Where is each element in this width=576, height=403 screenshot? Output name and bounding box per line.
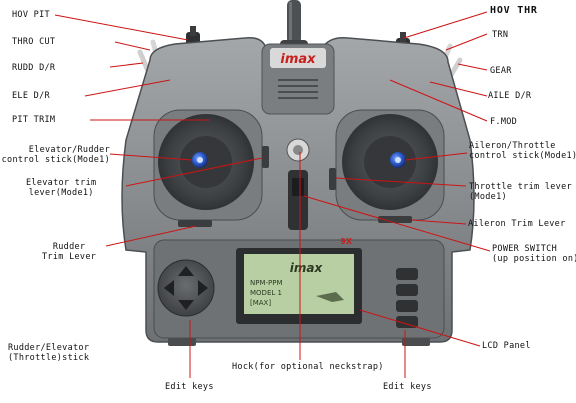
label-aileron-trim-lever: Aileron Trim Lever	[468, 219, 566, 229]
speaker-grille	[278, 79, 318, 99]
label-aile-dr: AILE D/R	[488, 91, 532, 101]
brand-logo: imax	[280, 52, 316, 67]
label-hov-pit: HOV PIT	[12, 10, 50, 20]
label-hov-thr: HOV THR	[490, 5, 538, 16]
lcd-line-3: [MAX]	[250, 299, 271, 307]
label-ele-dr: ELE D/R	[12, 91, 50, 101]
label-trn: TRN	[492, 30, 509, 40]
label-throttle-trim-lever: Throttle trim lever (Mode1)	[469, 182, 572, 202]
label-lcd-panel: LCD Panel	[482, 341, 531, 351]
label-hock: Hock(for optional neckstrap)	[232, 362, 384, 372]
elevator-trim-lever	[262, 146, 269, 168]
leader-lines	[54, 11, 491, 378]
lcd-panel: imax NPM-PPM MODEL 1 [MAX] 9X	[236, 237, 362, 324]
neckstrap-hook	[286, 138, 310, 162]
label-elevator-rudder-stick-line1: Elevator/Rudder	[28, 145, 110, 155]
label-edit-keys-left: Edit keys	[165, 382, 214, 392]
label-rudder-elevator-throttle-stick: Rudder/Elevator (Throttle)stick	[8, 343, 89, 363]
label-power-switch-line1: POWER SWITCH	[492, 244, 558, 254]
label-gear: GEAR	[490, 66, 512, 76]
right-edit-keys	[396, 268, 418, 328]
lcd-logo: imax	[290, 261, 324, 275]
label-rudder-trim-lever-line1: Rudder	[52, 242, 86, 252]
label-edit-keys-right: Edit keys	[383, 382, 432, 392]
label-elevator-trim-lever-line2: lever(Mode1)	[28, 188, 94, 198]
label-thro-cut: THRO CUT	[12, 37, 56, 47]
left-edit-keys	[157, 259, 215, 317]
label-elevator-trim-lever: Elevator trim lever(Mode1)	[26, 178, 96, 198]
label-f-mod: F.MOD	[490, 117, 518, 127]
label-power-switch: POWER SWITCH (up position on)	[492, 244, 576, 264]
lcd-line-1: NPM-PPM	[250, 279, 283, 287]
label-aileron-throttle-stick-line2: control stick(Mode1)	[469, 151, 576, 161]
label-rudder-elevator-throttle-stick-line2: (Throttle)stick	[8, 353, 90, 363]
lcd-line-2: MODEL 1	[250, 289, 282, 297]
aileron-trim-lever	[378, 216, 412, 223]
label-elevator-rudder-stick-line2: control stick(Mode1)	[1, 155, 110, 165]
model-badge: 9X	[340, 237, 353, 246]
label-rudder-trim-lever-line2: Trim Lever	[42, 252, 97, 262]
label-pit-trim: PIT TRIM	[12, 115, 56, 125]
label-power-switch-line2: (up position on)	[492, 254, 576, 264]
label-aileron-throttle-stick-line1: Aileron/Throttle	[469, 141, 556, 151]
label-aileron-throttle-stick: Aileron/Throttle control stick(Mode1)	[469, 141, 576, 161]
label-rudd-dr: RUDD D/R	[12, 63, 56, 73]
rudder-trim-lever	[178, 220, 212, 227]
label-elevator-rudder-stick: Elevator/Rudder control stick(Mode1)	[2, 145, 110, 165]
label-throttle-trim-lever-line2: (Mode1)	[469, 192, 507, 202]
throttle-trim-lever	[329, 168, 336, 190]
left-gimbal	[153, 109, 263, 221]
label-rudder-trim-lever: Rudder Trim Lever	[42, 242, 96, 262]
right-gimbal	[335, 109, 445, 221]
label-rudder-elevator-throttle-stick-line1: Rudder/Elevator	[8, 343, 90, 353]
label-throttle-trim-lever-line1: Throttle trim lever	[469, 182, 572, 192]
label-elevator-trim-lever-line1: Elevator trim	[26, 178, 97, 188]
